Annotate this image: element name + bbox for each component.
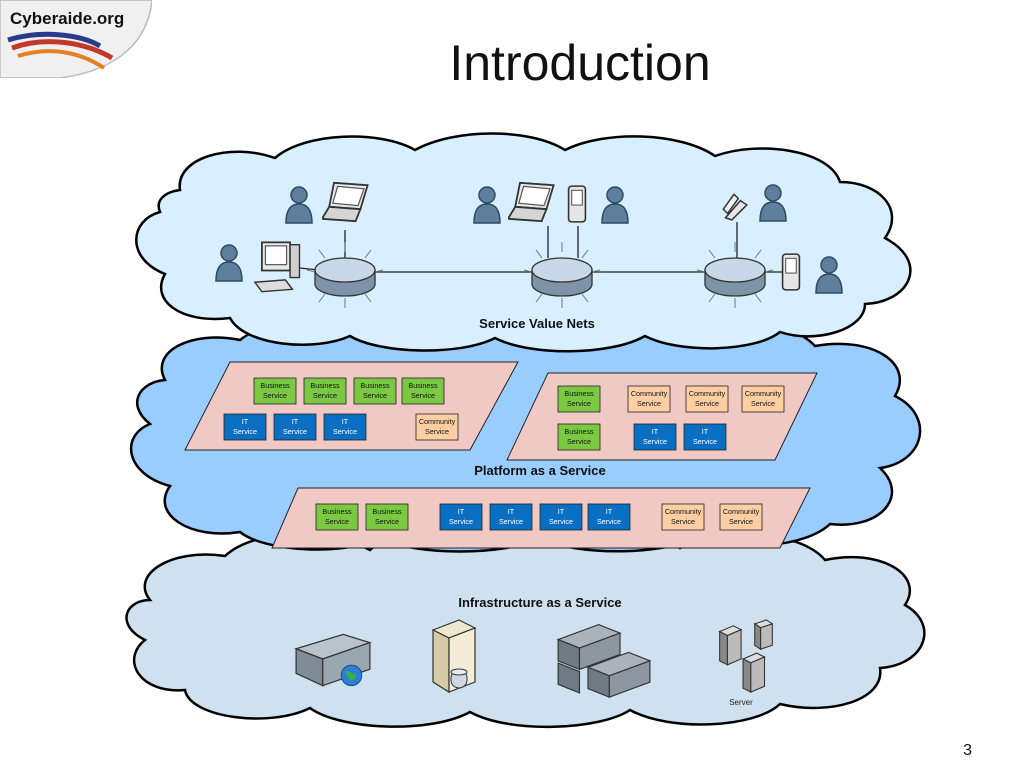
it-service-label: IT (342, 417, 349, 426)
business-service-label: Business (408, 381, 438, 390)
logo-text: Cyberaide.org (10, 9, 124, 28)
business-service-label: Business (564, 389, 594, 398)
it-service-label: IT (652, 427, 659, 436)
page-number: 3 (963, 742, 972, 759)
community-service-label: Service (729, 517, 753, 526)
it-service-label: Service (597, 517, 621, 526)
community-service-label: Community (665, 507, 702, 516)
it-service-label: IT (606, 507, 613, 516)
business-service-label: Business (564, 427, 594, 436)
business-service-label: Business (372, 507, 402, 516)
service-value-nets-label: Service Value Nets (479, 316, 595, 331)
business-service-label: Service (567, 399, 591, 408)
business-service-label: Business (360, 381, 390, 390)
service-value-nets-cloud (135, 132, 912, 353)
business-service-label: Service (325, 517, 349, 526)
community-service-label: Service (751, 399, 775, 408)
infrastructure-as-a-service-label: Infrastructure as a Service (458, 595, 621, 610)
business-service-label: Business (310, 381, 340, 390)
database-server-icon (432, 619, 476, 693)
community-service-label: Service (695, 399, 719, 408)
it-service-label: Service (643, 437, 667, 446)
community-service-label: Service (637, 399, 661, 408)
platform-as-a-service-label: Platform as a Service (474, 463, 606, 478)
it-service-label: IT (702, 427, 709, 436)
business-service-label: Service (375, 517, 399, 526)
it-service-label: Service (549, 517, 573, 526)
it-service-label: IT (242, 417, 249, 426)
it-service-label: IT (292, 417, 299, 426)
community-service-label: Community (631, 389, 668, 398)
business-service-label: Service (411, 391, 435, 400)
it-service-label: Service (333, 427, 357, 436)
it-service-label: IT (558, 507, 565, 516)
service-boxes: BusinessServiceBusinessServiceBusinessSe… (223, 377, 785, 531)
it-service-label: Service (449, 517, 473, 526)
it-service-label: Service (499, 517, 523, 526)
cyberaide-logo: Cyberaide.org (0, 0, 152, 78)
it-service-label: IT (508, 507, 515, 516)
business-service-label: Service (313, 391, 337, 400)
business-service-label: Service (263, 391, 287, 400)
community-service-label: Community (745, 389, 782, 398)
business-service-label: Business (322, 507, 352, 516)
it-service-label: IT (458, 507, 465, 516)
mobile-phone-icon (781, 253, 801, 291)
community-service-label: Community (419, 417, 456, 426)
it-service-label: Service (693, 437, 717, 446)
community-service-label: Community (723, 507, 760, 516)
it-service-label: Service (283, 427, 307, 436)
slide-title: Introduction (449, 35, 711, 91)
mobile-phone-icon (567, 185, 587, 223)
infrastructure-cloud (125, 526, 926, 728)
server-label: Server (729, 698, 753, 707)
community-service-label: Service (671, 517, 695, 526)
business-service-label: Business (260, 381, 290, 390)
it-service-label: Service (233, 427, 257, 436)
business-service-label: Service (567, 437, 591, 446)
community-service-label: Community (689, 389, 726, 398)
community-service-label: Service (425, 427, 449, 436)
business-service-label: Service (363, 391, 387, 400)
